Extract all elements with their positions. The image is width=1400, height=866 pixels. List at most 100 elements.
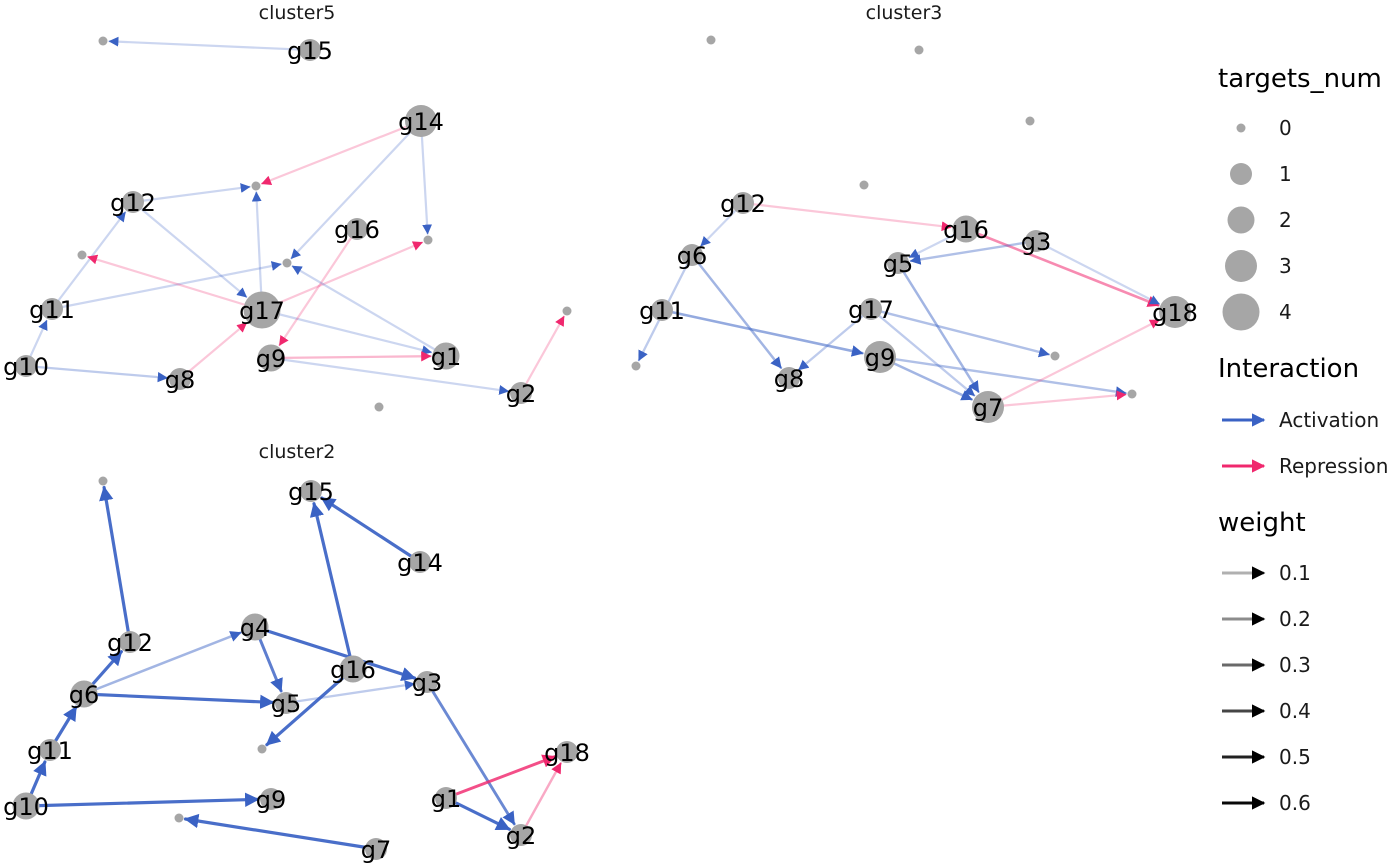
edge-g7-u7 — [986, 390, 1127, 409]
node-label: g2 — [506, 380, 537, 408]
node-label: g18 — [544, 739, 590, 767]
node-label: g8 — [165, 366, 196, 394]
edge-g12-t2 — [131, 183, 251, 204]
node-label: g4 — [240, 614, 271, 642]
node-g4 — [241, 613, 269, 641]
node-g2 — [510, 824, 532, 846]
node-t7 — [374, 402, 384, 412]
edge-g9-u7 — [878, 355, 1127, 397]
node-g14 — [405, 105, 437, 137]
node-label: g18 — [1152, 299, 1198, 327]
legend-size-swatch — [1227, 206, 1255, 234]
edge-g11-t4 — [50, 261, 282, 311]
edge-g17-g1 — [260, 308, 433, 355]
node-layer — [12, 476, 578, 860]
edge-g1-t4 — [291, 265, 448, 358]
node-g6 — [681, 244, 703, 266]
edge-g9-g2 — [269, 356, 510, 395]
edge-g7-g18 — [986, 319, 1161, 409]
edge-g6-g8 — [690, 253, 783, 370]
legend-size-label: 3 — [1279, 254, 1292, 278]
node-v1 — [98, 476, 108, 486]
edge-g5-g3 — [284, 680, 416, 705]
edge-g7-v3 — [183, 813, 378, 851]
panel-title: cluster3 — [866, 2, 943, 24]
legend-weight-label: 0.2 — [1279, 607, 1311, 631]
legend-activation-label: Activation — [1279, 408, 1379, 432]
node-label: g14 — [397, 549, 443, 577]
legend-repression-label: Repression — [1279, 454, 1388, 478]
node-t2 — [251, 181, 261, 191]
node-label: g11 — [29, 296, 75, 324]
edge-g17-t5 — [87, 254, 264, 312]
edge-g17-g7 — [869, 307, 976, 397]
node-label: g12 — [110, 189, 156, 217]
node-g7 — [365, 838, 387, 860]
node-g10 — [15, 355, 37, 377]
edge-g16-g18 — [964, 227, 1160, 307]
node-t1 — [98, 36, 108, 46]
node-g12 — [732, 192, 754, 214]
edge-g11-g9 — [660, 308, 864, 357]
node-g1 — [432, 342, 460, 370]
edge-g14-t3 — [419, 119, 433, 235]
edge-g8-g17 — [178, 322, 248, 381]
edge-g3-g18 — [1034, 239, 1161, 305]
edge-g12-g16 — [741, 201, 952, 232]
edge-g3-g5 — [909, 239, 1038, 265]
node-u1 — [706, 35, 716, 45]
node-u3 — [1025, 116, 1035, 126]
node-u4 — [859, 180, 869, 190]
legend-title-weight: weight — [1218, 508, 1306, 538]
edge-layer — [24, 36, 565, 395]
edge-g9-g1 — [269, 351, 432, 362]
node-g1 — [435, 787, 457, 809]
legend-size-swatch — [1236, 123, 1246, 133]
node-label: g1 — [431, 785, 462, 813]
edge-g17-g8 — [797, 307, 873, 371]
node-t5 — [77, 250, 87, 260]
legend-weight-label: 0.6 — [1279, 791, 1311, 815]
node-g14 — [409, 551, 431, 573]
node-layer — [15, 36, 572, 412]
node-v2 — [257, 744, 267, 754]
node-g17 — [243, 291, 281, 329]
node-label: g11 — [639, 297, 685, 325]
panel-title: cluster5 — [259, 2, 336, 24]
node-t6 — [562, 306, 572, 316]
legend-title-interaction: Interaction — [1218, 354, 1359, 384]
legend-size-label: 0 — [1279, 116, 1292, 140]
node-g3 — [416, 671, 438, 693]
edge-layer — [637, 201, 1161, 409]
node-g5 — [275, 692, 297, 714]
node-label: g8 — [774, 365, 805, 393]
node-g10 — [12, 792, 40, 820]
node-g11 — [41, 298, 63, 320]
legend-weight-label: 0.3 — [1279, 653, 1311, 677]
node-label: g16 — [330, 656, 376, 684]
panel-title: cluster2 — [259, 441, 336, 463]
node-g18 — [556, 741, 578, 763]
edge-g6-g4 — [82, 631, 242, 696]
node-label: g16 — [943, 216, 989, 244]
node-label: g3 — [1021, 228, 1052, 256]
edge-g14-g15 — [320, 496, 422, 564]
edge-g2-t6 — [519, 315, 565, 395]
node-g7 — [972, 391, 1004, 423]
edge-g17-u6 — [869, 307, 1050, 358]
node-t3 — [423, 235, 433, 245]
node-label: g9 — [865, 344, 896, 372]
node-label: g17 — [848, 296, 894, 324]
node-g5 — [887, 252, 909, 274]
node-g16 — [346, 218, 368, 240]
node-label: g5 — [271, 690, 302, 718]
node-g11 — [39, 739, 61, 761]
edge-g12-v1 — [99, 485, 132, 644]
edge-g5-g7 — [896, 261, 980, 393]
edge-g14-t2 — [260, 119, 423, 185]
node-label: g6 — [69, 681, 100, 709]
node-label: g3 — [412, 669, 443, 697]
